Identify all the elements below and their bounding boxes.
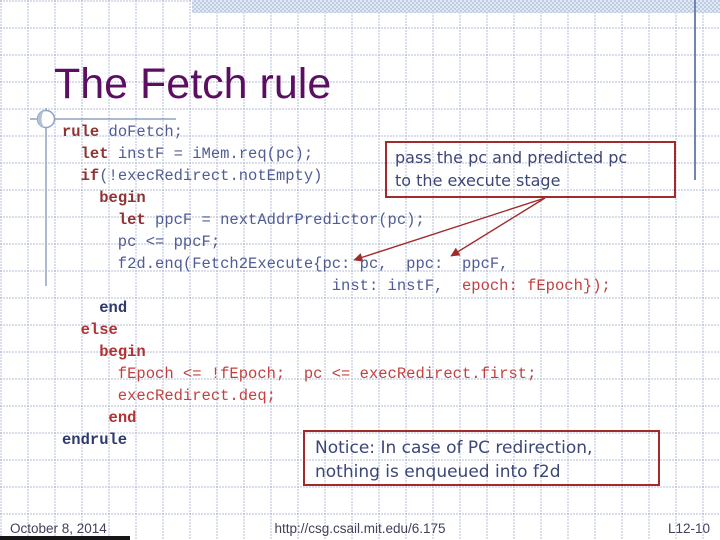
footer-url: http://csg.csail.mit.edu/6.175 <box>274 521 446 536</box>
code-line: let ppcF = nextAddrPredictor(pc); <box>62 209 611 231</box>
code-segment: begin <box>99 343 146 361</box>
code-segment: instF = iMem.req(pc); <box>108 145 314 163</box>
code-segment: end <box>99 299 128 317</box>
code-segment: ppcF = nextAddrPredictor(pc); <box>145 211 425 229</box>
footer: October 8, 2014 http://csg.csail.mit.edu… <box>0 521 720 538</box>
footer-page-number: L12-10 <box>667 521 710 536</box>
code-segment: doFetch; <box>99 123 183 141</box>
code-segment: let <box>117 211 146 229</box>
code-segment <box>62 343 99 361</box>
code-segment <box>62 145 81 163</box>
code-segment: pc <= ppcF; <box>62 233 221 251</box>
code-segment: epoch: fEpoch}); <box>461 277 611 295</box>
top-decor-band <box>192 0 720 13</box>
code-line: end <box>62 407 611 429</box>
code-block: rule doFetch; let instF = iMem.req(pc); … <box>62 121 611 451</box>
code-segment: begin <box>99 189 146 207</box>
code-segment <box>62 321 81 339</box>
footer-date: October 8, 2014 <box>10 521 107 536</box>
code-line: inst: instF, epoch: fEpoch}); <box>62 275 611 297</box>
page-title: The Fetch rule <box>54 60 332 108</box>
callout-pass-note: pass the pc and predicted pc to the exec… <box>385 141 676 198</box>
code-segment <box>62 299 99 317</box>
code-line: begin <box>62 341 611 363</box>
callout-notice-note: Notice: In case of PC redirection, nothi… <box>303 430 660 486</box>
code-line: pc <= ppcF; <box>62 231 611 253</box>
code-line: f2d.enq(Fetch2Execute{pc: pc, ppc: ppcF, <box>62 253 611 275</box>
callout-notice-line2: nothing is enqueued into f2d <box>315 462 561 482</box>
callout-notice-line1: Notice: In case of PC redirection, <box>315 438 593 458</box>
code-segment: fEpoch <= !fEpoch; pc <= execRedirect.fi… <box>62 365 537 383</box>
code-segment: end <box>108 409 137 427</box>
code-segment: inst: instF, <box>62 277 462 295</box>
code-segment: rule <box>62 123 100 141</box>
ornament-crescent-icon <box>37 110 46 128</box>
code-segment: else <box>80 321 118 339</box>
code-segment: endrule <box>62 431 128 449</box>
code-segment: execRedirect.deq; <box>62 387 276 405</box>
callout-pass-line2: to the execute stage <box>395 171 561 190</box>
callout-pass-line1: pass the pc and predicted pc <box>395 148 628 167</box>
code-line: rule doFetch; <box>62 121 611 143</box>
code-segment <box>62 211 118 229</box>
bottom-decor-bar <box>0 536 130 540</box>
code-segment: f2d.enq(Fetch2Execute{pc: pc, ppc: ppcF, <box>62 255 509 273</box>
code-segment <box>62 167 81 185</box>
code-line: if(!execRedirect.notEmpty) <box>62 165 611 187</box>
code-line: endrule <box>62 429 611 451</box>
code-segment <box>62 189 99 207</box>
code-line: execRedirect.deq; <box>62 385 611 407</box>
code-line: end <box>62 297 611 319</box>
code-segment: (!execRedirect.notEmpty) <box>99 167 323 185</box>
code-line: fEpoch <= !fEpoch; pc <= execRedirect.fi… <box>62 363 611 385</box>
code-line: begin <box>62 187 611 209</box>
code-line: else <box>62 319 611 341</box>
ornament-circle-icon <box>36 109 56 129</box>
code-line: let instF = iMem.req(pc); <box>62 143 611 165</box>
code-segment: if <box>80 167 100 185</box>
code-segment: let <box>80 145 109 163</box>
code-segment <box>62 409 109 427</box>
